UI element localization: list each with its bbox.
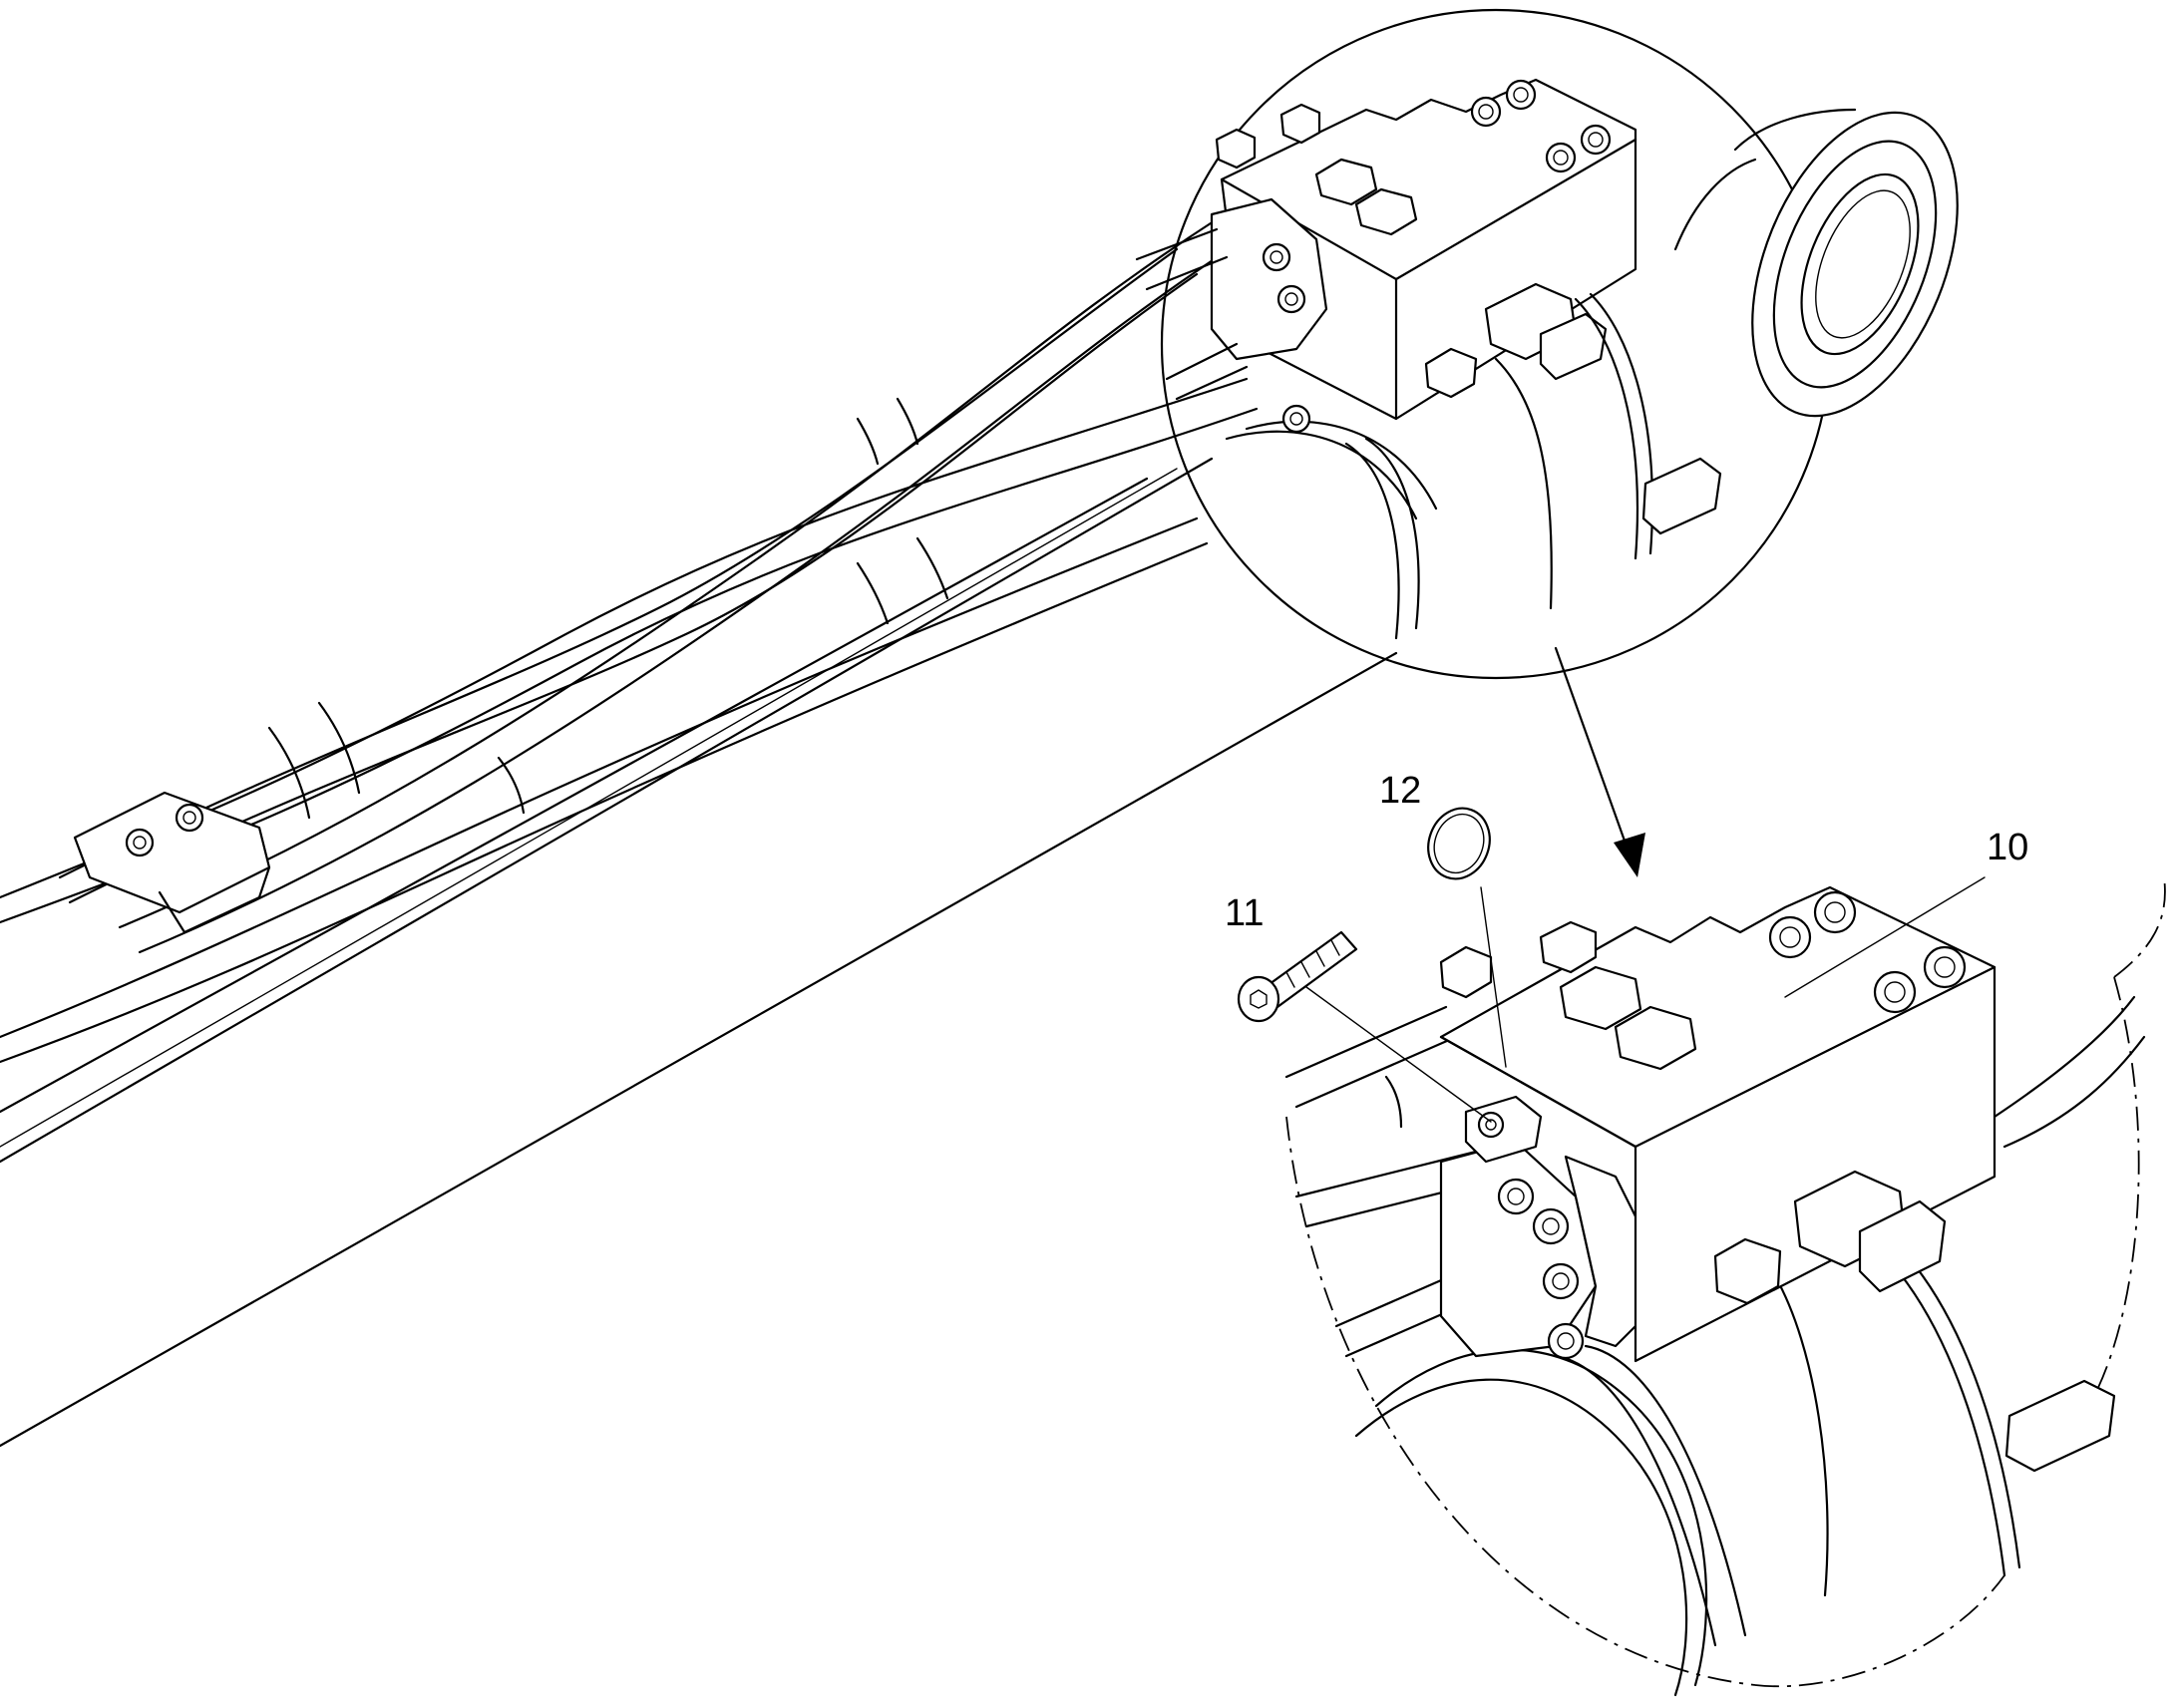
rod-eye <box>1673 108 1959 418</box>
detail-view-lower <box>1285 876 2166 1688</box>
hose-clamp <box>73 791 271 934</box>
valve-block-upper <box>1220 78 1637 421</box>
socket-head-cap-screw <box>1237 930 1358 1023</box>
callout-12: 12 <box>1379 770 1421 812</box>
cylinder-barrel <box>0 457 1398 1448</box>
detail-arrow <box>1554 646 1645 877</box>
leader-lines <box>1305 876 1986 1123</box>
callout-labels: 10 11 12 <box>1225 770 2028 934</box>
callout-10: 10 <box>1987 827 2028 868</box>
hose-ferrules <box>267 397 949 820</box>
cylinder-body-lower <box>1354 995 2146 1697</box>
o-ring <box>1427 807 1491 880</box>
callout-11: 11 <box>1225 892 1264 934</box>
hydraulic-hoses <box>0 217 1259 1114</box>
cylinder-head-upper <box>1225 292 1722 640</box>
flange-upper <box>1135 103 1328 434</box>
valve-block-lower <box>1439 885 1997 1363</box>
flange-lower <box>1439 1095 1647 1360</box>
